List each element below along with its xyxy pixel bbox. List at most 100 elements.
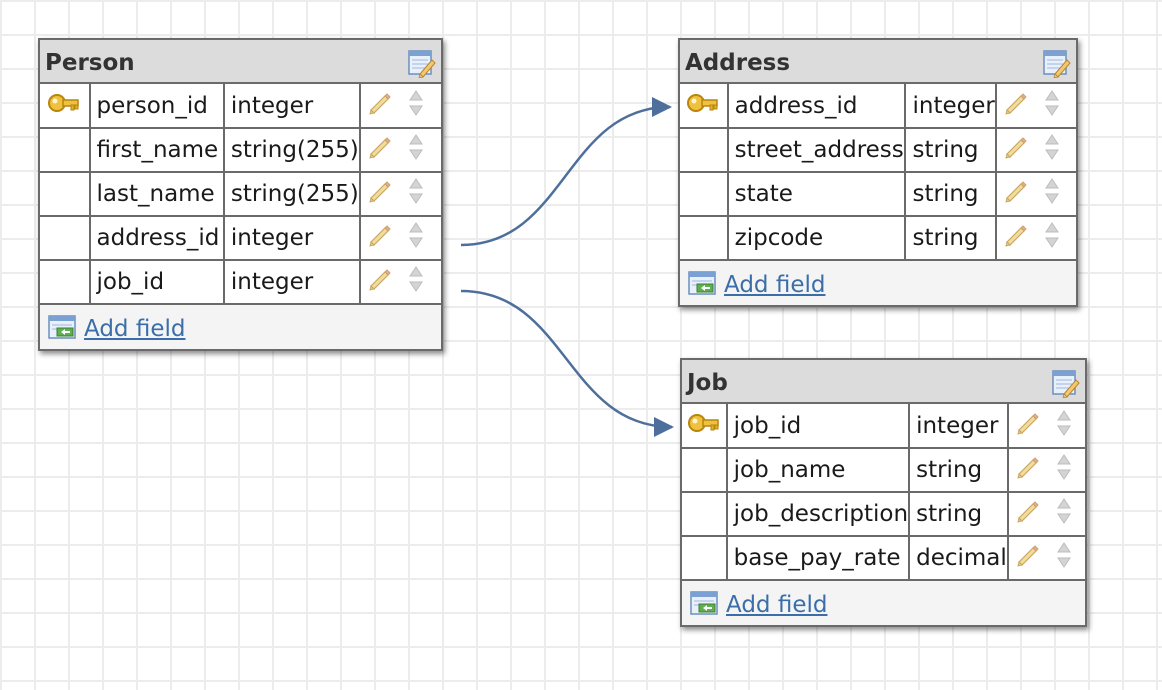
reorder-arrows-icon[interactable] (407, 220, 425, 256)
field-actions (1007, 492, 1085, 537)
key-icon (47, 88, 81, 124)
table-footer: Add field (682, 581, 1085, 625)
field-type[interactable]: string (909, 492, 1009, 537)
pencil-icon[interactable] (367, 178, 393, 210)
field-type[interactable]: string (905, 172, 997, 217)
relation-person-address (460, 97, 672, 247)
add-field-link[interactable]: Add field (726, 592, 828, 618)
field-type[interactable]: integer (905, 84, 997, 129)
field-name[interactable]: zipcode (727, 216, 907, 261)
field-name[interactable]: address_id (727, 84, 907, 129)
field-key-cell (682, 492, 728, 537)
pencil-icon[interactable] (1003, 90, 1029, 122)
key-icon (686, 88, 720, 124)
reorder-arrows-icon[interactable] (1055, 496, 1073, 532)
reorder-arrows-icon[interactable] (1043, 88, 1061, 124)
field-name[interactable]: base_pay_rate (726, 536, 911, 581)
field-actions (995, 172, 1076, 217)
field-name[interactable]: job_id (726, 404, 911, 449)
field-name[interactable]: state (727, 172, 907, 217)
add-field-icon[interactable] (688, 270, 718, 300)
pencil-icon[interactable] (367, 222, 393, 254)
field-name[interactable]: person_id (89, 84, 225, 129)
table-footer: Add field (40, 305, 441, 349)
field-key-cell (682, 448, 728, 493)
field-type[interactable]: string (905, 216, 997, 261)
field-action-buttons (997, 132, 1076, 168)
reorder-arrows-icon[interactable] (1055, 540, 1073, 576)
add-field-button[interactable]: Add field (690, 590, 827, 620)
pencil-icon[interactable] (1003, 222, 1029, 254)
pencil-icon[interactable] (367, 266, 393, 298)
field-name[interactable]: job_id (89, 260, 225, 305)
field-name[interactable]: last_name (89, 172, 225, 217)
edit-table-icon[interactable] (1051, 368, 1081, 399)
field-action-buttons (361, 220, 441, 256)
field-type[interactable]: integer (223, 260, 361, 305)
field-actions (1007, 536, 1085, 581)
add-field-button[interactable]: Add field (688, 270, 825, 300)
add-field-link[interactable]: Add field (724, 272, 826, 298)
field-type[interactable]: integer (223, 84, 361, 129)
pencil-icon[interactable] (1015, 454, 1041, 486)
add-field-button[interactable]: Add field (48, 314, 185, 344)
field-actions (359, 128, 441, 173)
reorder-arrows-icon[interactable] (407, 132, 425, 168)
add-field-icon[interactable] (48, 314, 78, 344)
field-name[interactable]: job_name (726, 448, 911, 493)
field-action-buttons (361, 132, 441, 168)
reorder-arrows-icon[interactable] (1055, 408, 1073, 444)
reorder-arrows-icon[interactable] (407, 264, 425, 300)
reorder-arrows-icon[interactable] (1055, 452, 1073, 488)
add-field-icon[interactable] (690, 590, 720, 620)
reorder-arrows-icon[interactable] (1043, 132, 1061, 168)
reorder-arrows-icon[interactable] (407, 176, 425, 212)
field-actions (995, 84, 1076, 129)
field-actions (1007, 448, 1085, 493)
field-name[interactable]: address_id (89, 216, 225, 261)
pencil-icon[interactable] (1003, 134, 1029, 166)
reorder-arrows-icon[interactable] (1043, 176, 1061, 212)
pencil-icon[interactable] (367, 90, 393, 122)
pencil-icon[interactable] (1015, 498, 1041, 530)
pencil-icon[interactable] (1015, 542, 1041, 574)
field-type[interactable]: decimal (909, 536, 1009, 581)
field-name[interactable]: first_name (89, 128, 225, 173)
field-type[interactable]: integer (223, 216, 361, 261)
field-type[interactable]: integer (909, 404, 1009, 449)
add-field-link[interactable]: Add field (84, 316, 186, 342)
edit-table-icon[interactable] (1042, 48, 1072, 79)
field-type[interactable]: string(255) (223, 128, 361, 173)
edit-table-icon[interactable] (407, 48, 437, 79)
field-type[interactable]: string (909, 448, 1009, 493)
reorder-arrows-icon[interactable] (407, 88, 425, 124)
pencil-icon[interactable] (367, 134, 393, 166)
pencil-icon[interactable] (1015, 410, 1041, 442)
field-name[interactable]: job_description (726, 492, 911, 537)
field-type[interactable]: string(255) (223, 172, 361, 217)
reorder-arrows-icon[interactable] (1043, 220, 1061, 256)
relation-person-job (460, 289, 674, 437)
field-key-cell (40, 84, 91, 129)
field-type[interactable]: string (905, 128, 997, 173)
field-name[interactable]: street_address (727, 128, 907, 173)
pencil-icon[interactable] (1003, 178, 1029, 210)
